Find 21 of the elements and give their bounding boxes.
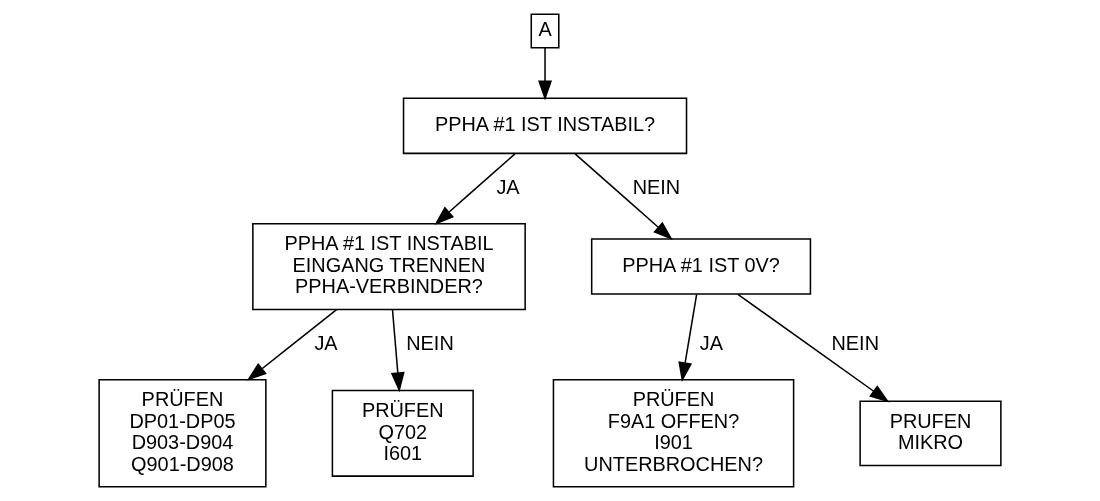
node-box: PRÜFEN DP01-DP05 D903-D904 Q901-D908: [98, 379, 267, 488]
arrow: [737, 293, 890, 403]
node-box: PRÜFEN F9A1 OFFEN? I901 UNTERBROCHEN?: [552, 379, 795, 488]
arrow: [246, 308, 338, 381]
arrow: [678, 293, 698, 383]
node-box: PRÜFEN Q702 I601: [331, 389, 474, 477]
node-box: PRUFEN MIKRO: [859, 400, 1002, 467]
node-box: PPHA #1 IST INSTABIL?: [402, 97, 688, 155]
edge-label: JA: [314, 331, 338, 354]
node-box: PPHA #1 IST 0V?: [590, 238, 812, 295]
arrow: [390, 308, 405, 393]
arrow: [434, 153, 516, 225]
arrow: [574, 153, 673, 241]
node-box: PPHA #1 IST INSTABIL EINGANG TRENNEN PPHA-VERBINDER?: [252, 222, 526, 311]
edge-label: NEIN: [831, 331, 880, 354]
edge-label: NEIN: [632, 175, 681, 198]
node-box: A: [530, 13, 560, 49]
arrow: [538, 47, 552, 101]
edge-label: JA: [496, 175, 520, 198]
edge-label: JA: [699, 331, 724, 354]
edge-label: NEIN: [406, 331, 454, 354]
